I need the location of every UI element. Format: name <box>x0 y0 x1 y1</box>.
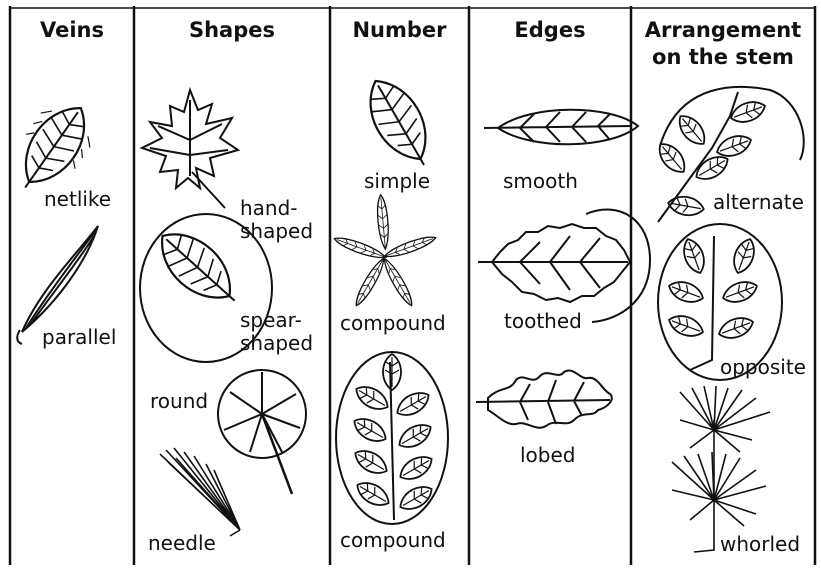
header-number: Number <box>332 17 467 44</box>
label-toothed: toothed <box>504 310 582 333</box>
label-parallel: parallel <box>42 326 116 349</box>
label-needle: needle <box>148 532 216 555</box>
label-lobed: lobed <box>520 444 576 467</box>
label-simple: simple <box>364 170 430 193</box>
header-veins: Veins <box>14 17 130 44</box>
stem-whorled-icon <box>672 386 770 552</box>
header-edges: Edges <box>471 17 629 44</box>
label-hand-shaped-line2: shaped <box>240 220 313 243</box>
header-shapes: Shapes <box>136 17 328 44</box>
leaf-toothed-edge-icon <box>478 210 650 322</box>
leaf-lobed-edge-icon <box>476 370 612 427</box>
label-spear-shaped-line2: shaped <box>240 332 313 355</box>
label-spear-shaped-line1: spear- <box>240 309 313 332</box>
needle-bundle-icon <box>160 448 240 536</box>
label-compound-palmate: compound <box>340 312 446 335</box>
label-opposite: opposite <box>720 356 806 379</box>
label-hand-shaped-line1: hand- <box>240 197 313 220</box>
header-arrangement-line1: Arrangement <box>633 17 813 44</box>
leaf-smooth-edge-icon <box>484 110 638 145</box>
label-netlike: netlike <box>44 188 111 211</box>
header-arrangement-line2: on the stem <box>633 44 813 71</box>
label-compound-pinnate: compound <box>340 529 446 552</box>
leaf-round-icon <box>218 370 306 494</box>
leaf-simple-icon <box>356 70 443 177</box>
leaf-hand-shaped-icon <box>142 90 238 208</box>
leaf-spear-shaped-icon <box>148 219 250 317</box>
header-arrangement: Arrangement on the stem <box>633 17 813 71</box>
label-whorled: whorled <box>720 533 800 556</box>
leaf-palmate-compound-icon <box>333 194 438 308</box>
label-spear-shaped: spear- shaped <box>240 309 313 355</box>
leaf-pinnate-compound-icon <box>336 352 448 524</box>
label-alternate: alternate <box>713 191 804 214</box>
label-hand-shaped: hand- shaped <box>240 197 313 243</box>
label-round: round <box>150 390 208 413</box>
label-smooth: smooth <box>503 170 578 193</box>
